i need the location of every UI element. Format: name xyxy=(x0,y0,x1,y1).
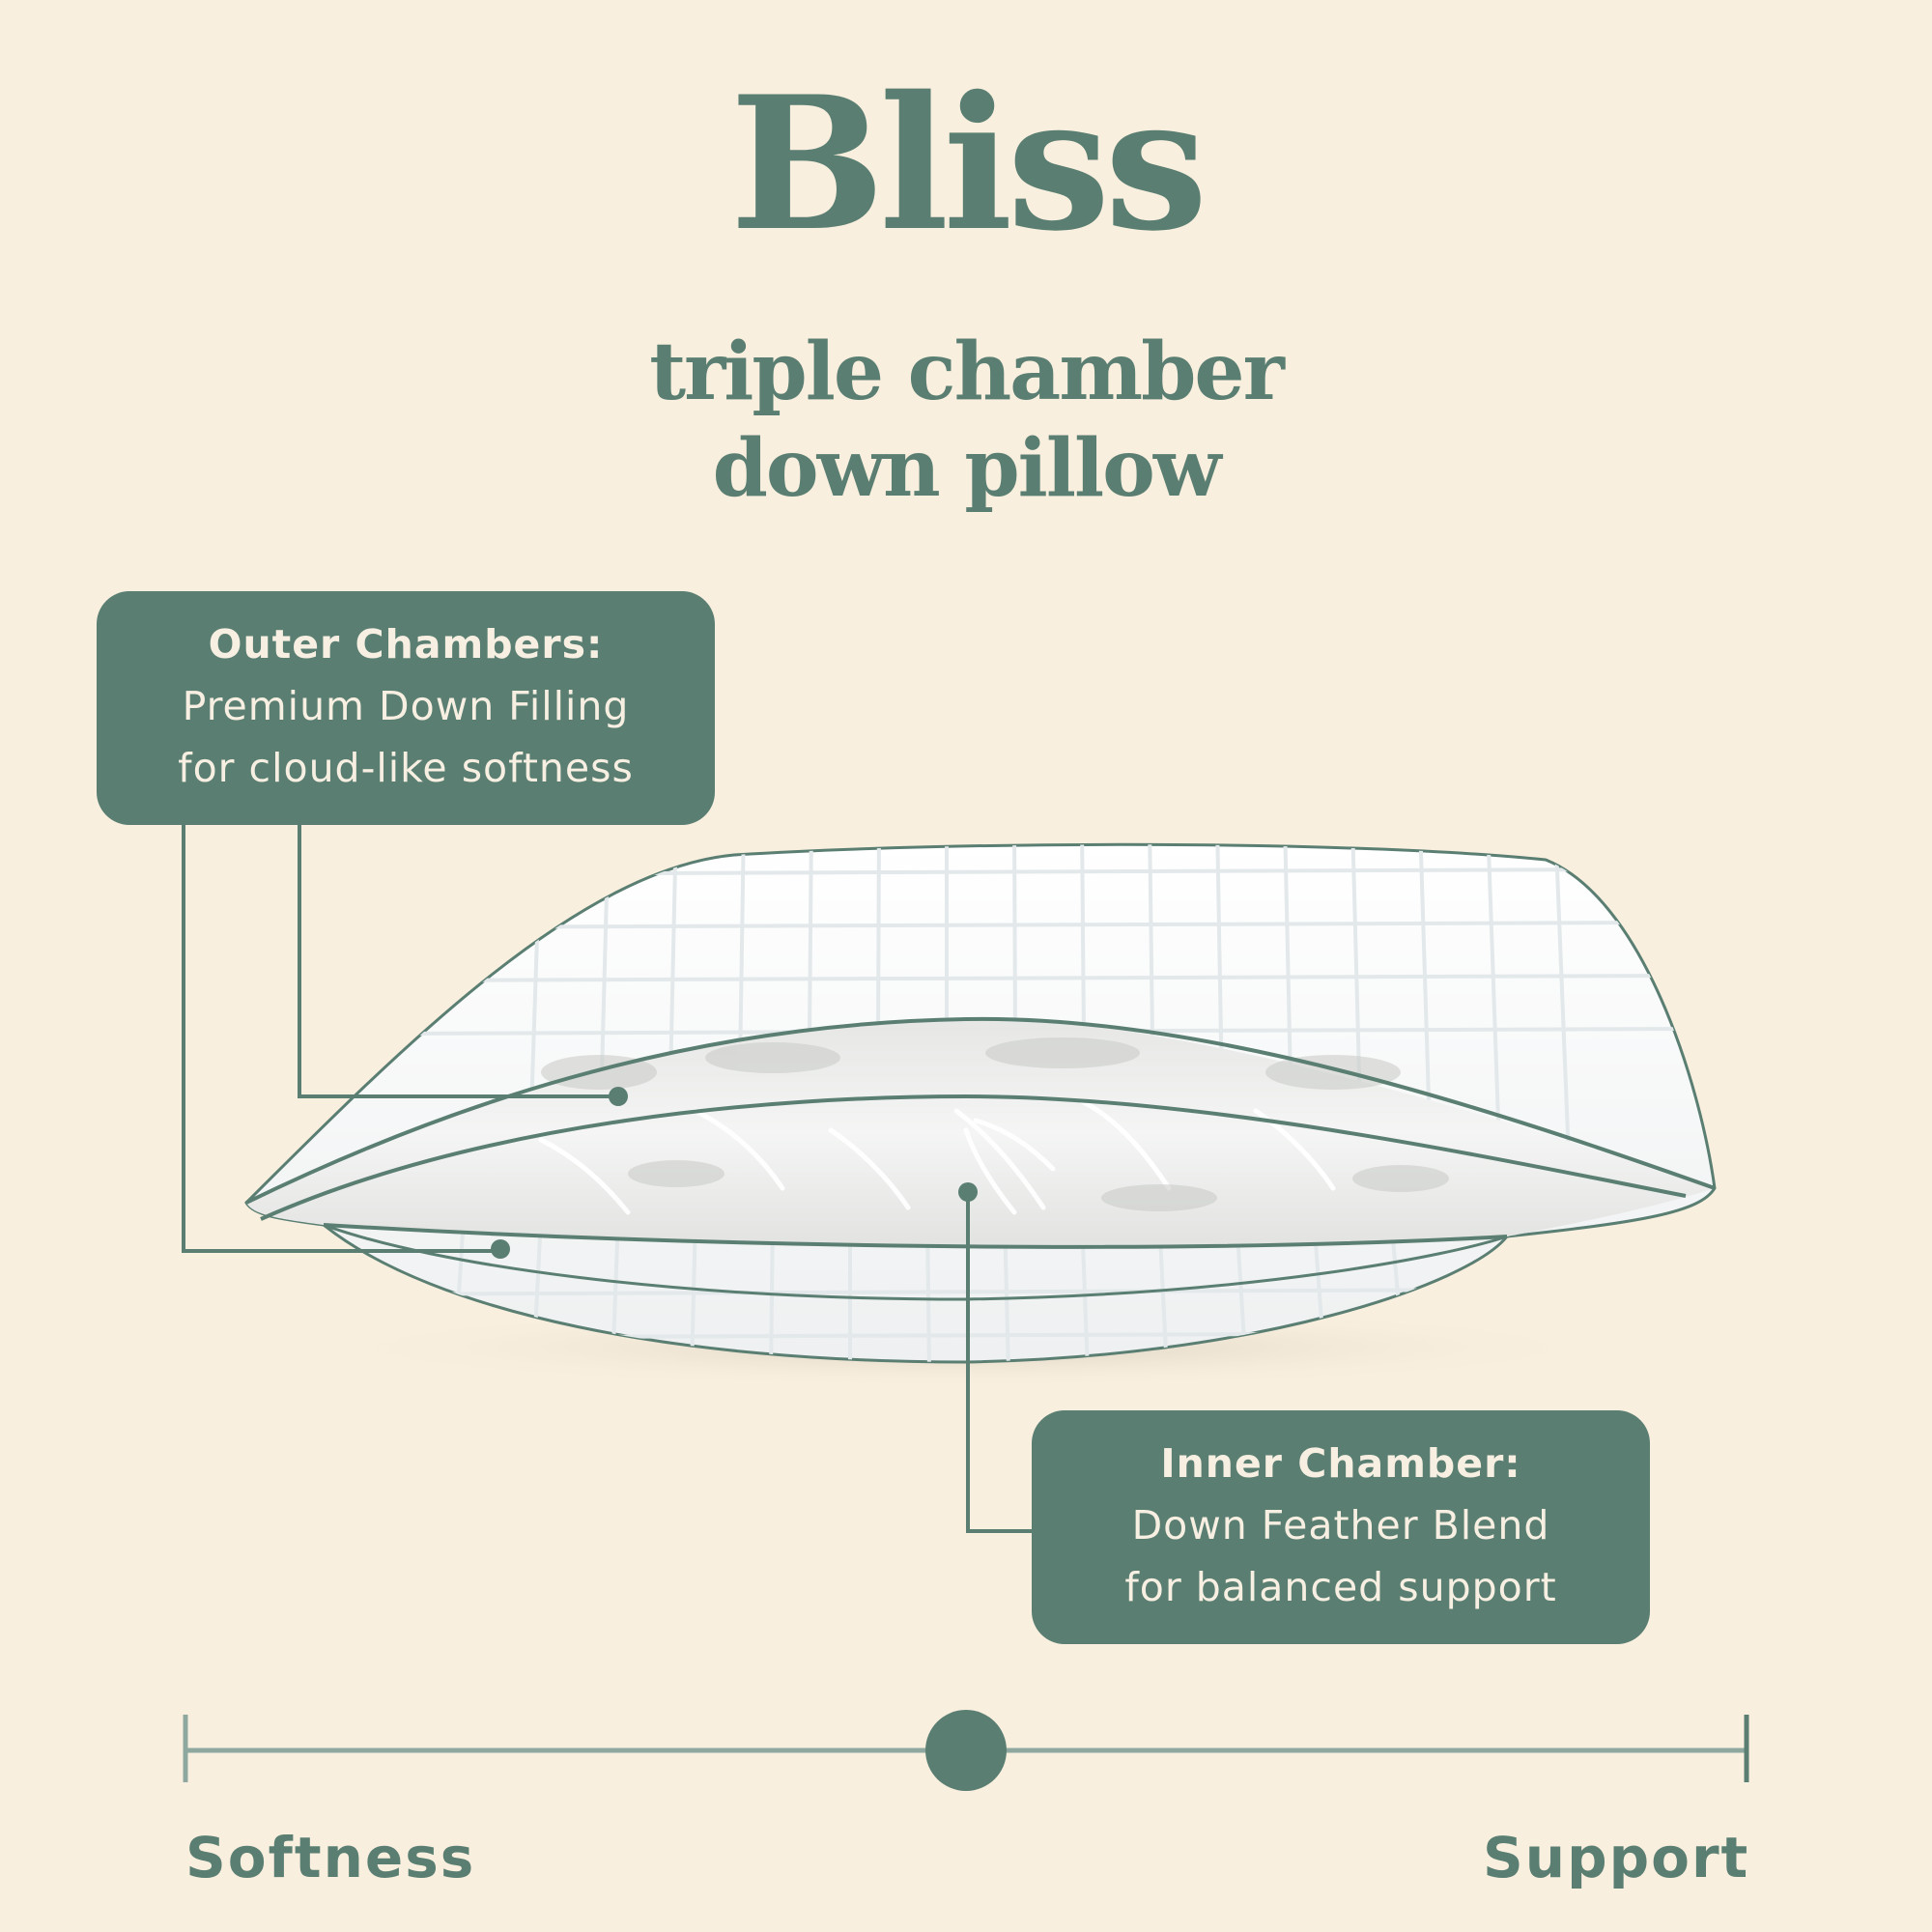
outer-leader-dot-bottom xyxy=(491,1239,510,1259)
inner-leader-line xyxy=(966,1192,1032,1533)
outer-leader-line-bottom xyxy=(182,825,500,1253)
middle-chamber-seam xyxy=(260,1094,1687,1221)
subtitle-line-1: triple chamber xyxy=(649,326,1285,418)
outer-callout-line-1: Premium Down Filling xyxy=(182,683,630,729)
outer-callout-heading: Outer Chambers: xyxy=(208,621,604,668)
product-subtitle: triple chamber down pillow xyxy=(0,324,1932,517)
scale-label-softness: Softness xyxy=(185,1825,476,1890)
inner-callout-heading: Inner Chamber: xyxy=(1160,1440,1521,1487)
brand-title: Bliss xyxy=(729,56,1208,271)
lower-chamber-seam xyxy=(323,1223,1508,1249)
outer-leader-line-top xyxy=(298,825,618,1098)
feather-texture xyxy=(538,1098,1336,1215)
inner-callout-line-1: Down Feather Blend xyxy=(1131,1502,1550,1548)
outer-chambers-callout: Outer Chambers: Premium Down Filling for… xyxy=(97,591,715,825)
scale-label-support: Support xyxy=(1483,1825,1750,1890)
outer-callout-line-2: for cloud-like softness xyxy=(178,745,634,791)
inner-chamber-callout: Inner Chamber: Down Feather Blend for ba… xyxy=(1032,1410,1650,1644)
subtitle-line-2: down pillow xyxy=(712,422,1222,515)
outer-leader-dot-top xyxy=(609,1087,628,1106)
scale-marker xyxy=(925,1710,1007,1791)
inner-leader-dot xyxy=(958,1182,978,1202)
bottom-chamber-seam xyxy=(323,1223,1508,1301)
upper-chamber-seam xyxy=(245,1016,1716,1205)
inner-callout-line-2: for balanced support xyxy=(1124,1564,1557,1610)
